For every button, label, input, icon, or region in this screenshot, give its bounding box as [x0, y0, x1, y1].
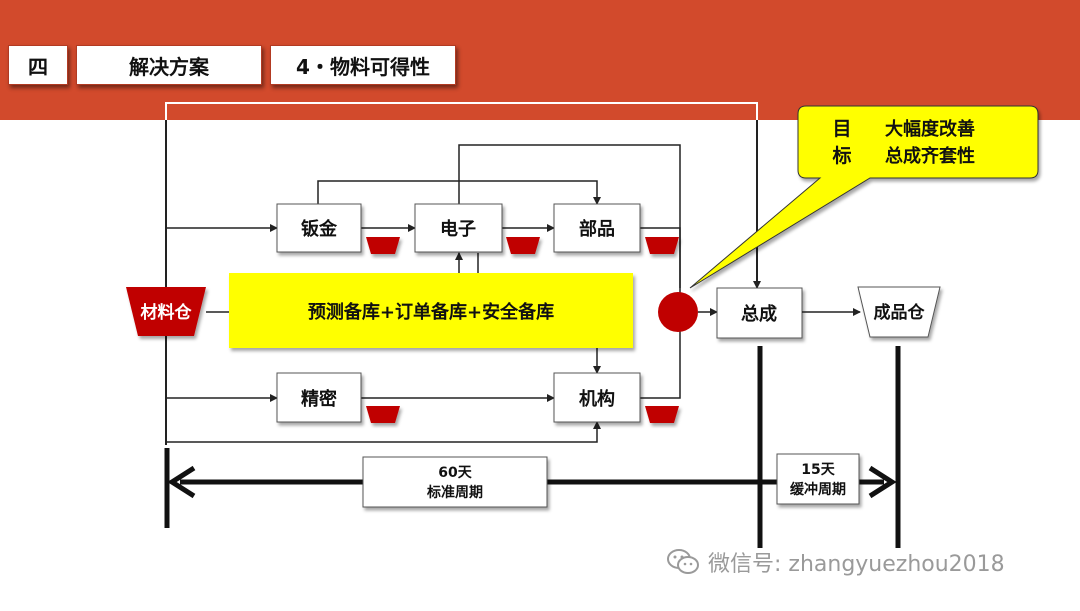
process-sheet-metal-label: 钣金 — [301, 218, 338, 240]
standard-cycle-label: 标准周期 — [426, 484, 483, 501]
target-callout — [689, 105, 1039, 289]
process-mechanism-box — [553, 372, 641, 423]
buffer-cycle-box — [776, 453, 860, 505]
process-parts-label: 部品 — [579, 218, 615, 240]
inventory-policy-box — [229, 273, 633, 348]
buffer-cycle-label: 缓冲周期 — [790, 481, 846, 498]
raw-material-warehouse-label: 材料仓 — [141, 302, 193, 323]
process-precision-box — [276, 372, 362, 423]
process-electronics-label: 电子 — [440, 218, 476, 240]
buffer-marker-sheet-metal — [366, 237, 400, 254]
finished-goods-warehouse — [857, 286, 941, 338]
supply-to-mechanism-arrow — [166, 421, 601, 443]
page-title: 解决方案 — [76, 45, 262, 85]
electronics-to-assembly-line — [458, 144, 681, 288]
parts-to-merge-line — [640, 227, 681, 300]
target-label-line1: 目 — [832, 118, 851, 140]
buffer-marker-mechanism — [645, 406, 679, 423]
watermark-text: 微信号: zhangyuezhou2018 — [708, 552, 1005, 577]
page-subtitle: 4・物料可得性 — [270, 45, 456, 85]
merge-node — [658, 292, 698, 332]
process-parts-box — [553, 203, 641, 253]
finished-goods-warehouse-label: 成品仓 — [874, 302, 926, 323]
process-assembly-label: 总成 — [741, 303, 777, 325]
process-sheet-metal-box — [276, 203, 362, 253]
process-precision-label: 精密 — [301, 388, 337, 410]
buffer-marker-precision — [366, 406, 400, 423]
mechanism-to-merge-line — [640, 326, 681, 399]
process-mechanism-label: 机构 — [579, 388, 615, 410]
standard-cycle-days: 60天 — [438, 465, 472, 481]
buffer-cycle-days: 15天 — [801, 462, 835, 478]
timeline-arrow-left-head — [167, 465, 196, 499]
timeline-arrow-right-head — [868, 465, 897, 499]
target-text-line1: 大幅度改善 — [885, 118, 975, 140]
raw-material-warehouse — [126, 287, 206, 336]
process-assembly-box — [716, 287, 803, 339]
watermark: 微信号: zhangyuezhou2018 — [666, 542, 1066, 582]
target-text-line2: 总成齐套性 — [885, 145, 975, 167]
sheet-metal-to-parts-arrow — [317, 180, 601, 205]
section-number: 四 — [8, 45, 68, 85]
process-electronics-box — [414, 203, 503, 253]
buffer-marker-electronics — [506, 237, 540, 254]
target-label-line2: 标 — [832, 145, 851, 167]
standard-cycle-box — [362, 456, 548, 508]
inventory-policy-label: 预测备库+订单备库+安全备库 — [308, 301, 554, 323]
buffer-marker-parts — [645, 237, 679, 254]
wechat-icon — [667, 549, 699, 574]
